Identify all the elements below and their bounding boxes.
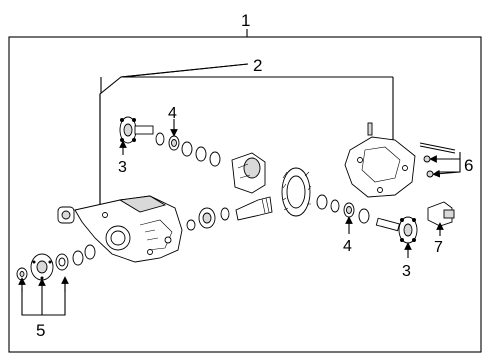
vent-connector — [427, 201, 455, 227]
diagram-frame — [8, 36, 482, 353]
callout-4-lower: 4 — [343, 238, 352, 255]
left-small-parts — [55, 244, 96, 271]
callout-3-right: 3 — [402, 263, 411, 280]
right-pinion-yoke — [375, 216, 418, 244]
middle-bearings — [186, 207, 216, 231]
ring-gear — [281, 167, 312, 217]
pinion-gear — [220, 196, 273, 221]
callout-5-bracket — [21, 282, 66, 316]
left-flange — [30, 253, 54, 281]
left-nut — [16, 267, 28, 281]
differential-cover — [344, 122, 416, 198]
cover-bolts — [419, 142, 456, 178]
left-seal — [57, 206, 75, 224]
differential-carrier — [231, 152, 266, 194]
callout-6-bracket — [436, 152, 461, 173]
upper-bearings — [155, 132, 221, 167]
left-pinion-yoke — [119, 116, 154, 144]
callout-3-left: 3 — [118, 159, 127, 176]
callout-4-upper: 4 — [168, 105, 177, 122]
callout-1: 1 — [241, 11, 250, 30]
rear-housing — [74, 195, 183, 263]
callout-6: 6 — [464, 156, 473, 175]
right-bearings — [316, 194, 370, 224]
callout-7: 7 — [434, 239, 443, 256]
callout-2: 2 — [253, 56, 262, 75]
callout-5: 5 — [36, 321, 45, 340]
